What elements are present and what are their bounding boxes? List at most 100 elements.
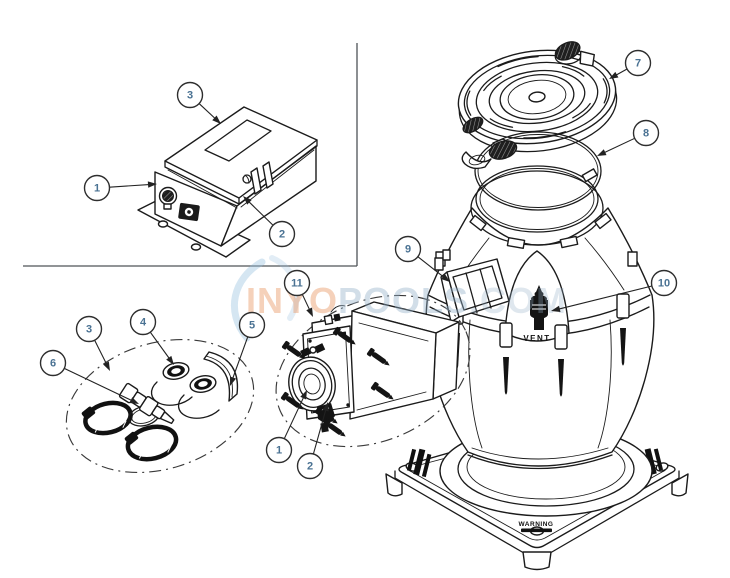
handle-bracket: [434, 249, 510, 323]
callout-balloon: [238, 311, 266, 339]
lid-label-recess: [204, 119, 272, 162]
warning-fine-print: [521, 528, 552, 533]
leader-arrowhead: [243, 196, 252, 205]
leader-arrowhead: [322, 402, 329, 412]
base-foot-right: [671, 473, 689, 497]
lid-o-ring: [474, 131, 602, 211]
callout-number: 7: [635, 58, 641, 70]
hose-clamp-1: [81, 400, 133, 436]
manifold: [150, 362, 220, 419]
vent-valve: [530, 285, 548, 330]
lid-rim-grip: [462, 116, 484, 134]
leader-line: [301, 294, 311, 312]
callout-3: 3: [176, 81, 221, 124]
pump-head: [288, 356, 336, 412]
power-center-drawing: [137, 106, 318, 258]
leader-arrowhead: [129, 397, 139, 404]
leader-arrowhead: [103, 361, 110, 371]
leader-line: [283, 395, 305, 439]
callout-balloon: [624, 49, 652, 77]
callout-balloon: [283, 269, 311, 297]
square-connector: [178, 202, 200, 222]
leader-arrowhead: [609, 71, 619, 79]
callout-balloon: [296, 452, 324, 480]
callout-2: 2: [296, 402, 329, 480]
leader-arrowhead: [212, 115, 221, 124]
leader-line: [149, 331, 171, 361]
leader-arrowhead: [147, 181, 157, 188]
leader-arrowhead: [306, 307, 313, 317]
callout-number: 11: [291, 278, 303, 290]
leader-line: [94, 339, 108, 366]
locking-latch: [461, 138, 518, 170]
vent-label: VENT: [523, 334, 550, 343]
hose-clamp-2: [124, 424, 179, 462]
callout-number: 5: [249, 320, 255, 332]
leader-arrowhead: [166, 355, 174, 365]
callout-10: 10: [551, 269, 678, 312]
box-lid: [164, 106, 318, 209]
tank-lid: [457, 41, 618, 153]
tank-bottom-seam: [471, 447, 609, 460]
callout-balloon: [632, 119, 660, 147]
callout-5: 5: [230, 311, 266, 386]
base-foot-front: [522, 551, 552, 571]
base-foot-left: [385, 473, 403, 497]
callout-9: 9: [394, 235, 450, 282]
callout-6: 6: [39, 349, 139, 404]
callout-number: 1: [276, 445, 282, 457]
lid-lock-lugs: [483, 66, 591, 128]
callout-3: 3: [75, 315, 110, 371]
leader-line: [64, 367, 134, 402]
callout-number: 9: [405, 244, 411, 256]
callout-balloon: [83, 174, 111, 202]
leader-line: [417, 256, 446, 279]
base-molded-marks-left: [406, 448, 432, 478]
callout-8: 8: [597, 119, 660, 156]
leader-line: [231, 336, 249, 381]
callout-11: 11: [283, 269, 313, 317]
warning-label: WARNING: [519, 521, 554, 528]
pump-drawing: [275, 294, 471, 448]
leader-line: [246, 199, 274, 226]
callout-number: 2: [307, 461, 313, 473]
leader-arrowhead: [230, 376, 237, 386]
tank-assembly-drawing: WARNING: [385, 41, 689, 571]
callout-balloon: [265, 436, 293, 464]
leader-arrowhead: [597, 149, 607, 156]
callout-1: 1: [265, 390, 307, 464]
tank-mouth-ring: [469, 165, 612, 250]
callout-number: 6: [50, 358, 56, 370]
callout-number: 8: [643, 128, 649, 140]
callout-number: 4: [140, 317, 147, 329]
leader-line: [109, 183, 152, 188]
leader-line: [602, 137, 635, 154]
callout-balloon: [129, 308, 157, 336]
bracket: [203, 351, 239, 402]
callout-2: 2: [243, 196, 296, 248]
callout-7: 7: [609, 49, 652, 79]
pump-boundary-ellipse: [275, 294, 471, 448]
callout-number: 3: [86, 324, 92, 336]
barb-fitting: [118, 382, 175, 425]
hose-kit-drawing: [65, 338, 255, 474]
leader-line: [198, 103, 217, 121]
callout-balloon: [75, 315, 103, 343]
callout-number: 10: [658, 278, 670, 290]
lid-knob: [554, 41, 595, 67]
callout-balloon: [394, 235, 422, 263]
leader-line: [312, 407, 327, 455]
leader-arrowhead: [300, 390, 307, 400]
leader-arrowhead: [440, 273, 450, 282]
callout-number: 1: [94, 183, 100, 195]
lid-slot-arcs: [466, 55, 608, 139]
kit-boundary-ellipse: [65, 338, 255, 474]
callout-1: 1: [83, 174, 157, 202]
callout-number: 2: [279, 229, 285, 241]
motor-housing: [313, 301, 460, 420]
tank-base-shadow: [467, 454, 613, 470]
round-connector: [158, 186, 178, 210]
